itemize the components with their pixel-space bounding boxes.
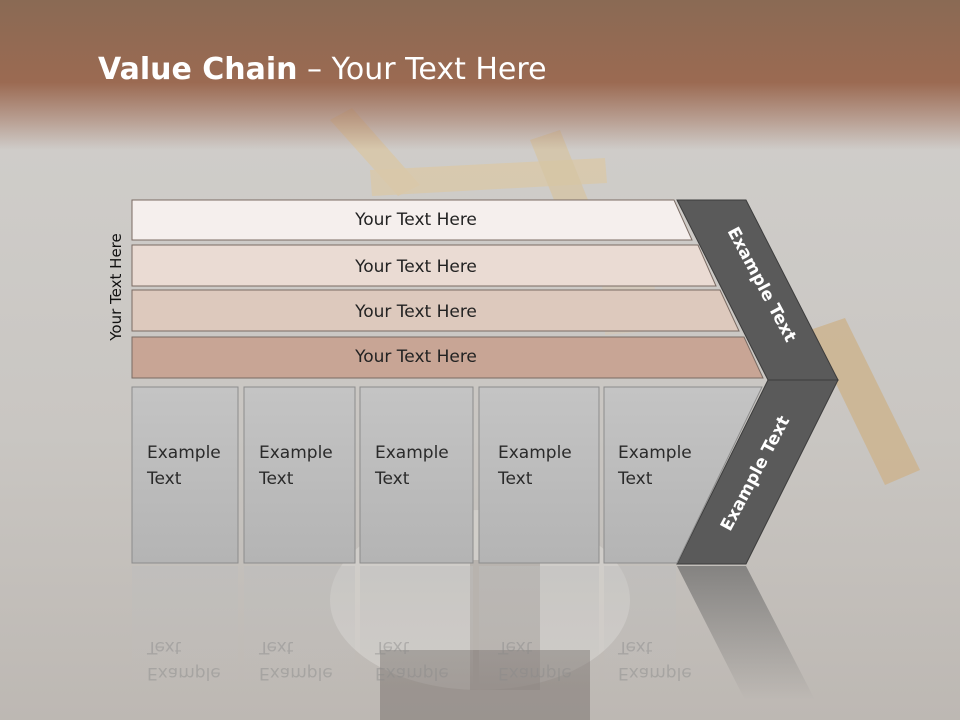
box-4-reflection: Example Text bbox=[498, 637, 572, 683]
band-3: Your Text Here bbox=[131, 289, 740, 332]
box-1 bbox=[131, 386, 239, 686]
box-4 bbox=[478, 386, 600, 686]
header-band bbox=[0, 0, 960, 150]
box-3-label: Example Text bbox=[375, 443, 449, 489]
band-4-label: Your Text Here bbox=[354, 347, 477, 367]
box-2 bbox=[243, 386, 356, 686]
title-rest: – Your Text Here bbox=[297, 52, 547, 87]
box-5-reflection: Example Text bbox=[618, 637, 692, 683]
box-2-reflection: Example Text bbox=[259, 637, 333, 683]
box-3 bbox=[359, 386, 474, 686]
band-2: Your Text Here bbox=[131, 244, 717, 287]
box-2-label: Example Text bbox=[259, 443, 333, 489]
slide-title: Value Chain – Your Text Here bbox=[98, 52, 547, 87]
chevron-reflection bbox=[677, 566, 815, 700]
band-3-label: Your Text Here bbox=[354, 302, 477, 322]
band-1: Your Text Here bbox=[131, 199, 693, 241]
box-3-reflection: Example Text bbox=[375, 637, 449, 683]
band-4: Your Text Here bbox=[131, 336, 764, 379]
band-2-label: Your Text Here bbox=[354, 257, 477, 277]
title-bold: Value Chain bbox=[98, 52, 298, 87]
box-5 bbox=[603, 386, 763, 686]
box-1-label: Example Text bbox=[147, 443, 221, 489]
box-1-reflection: Example Text bbox=[147, 637, 221, 683]
box-5-label: Example Text bbox=[618, 443, 692, 489]
band-1-label: Your Text Here bbox=[354, 210, 477, 230]
box-4-label: Example Text bbox=[498, 443, 572, 489]
